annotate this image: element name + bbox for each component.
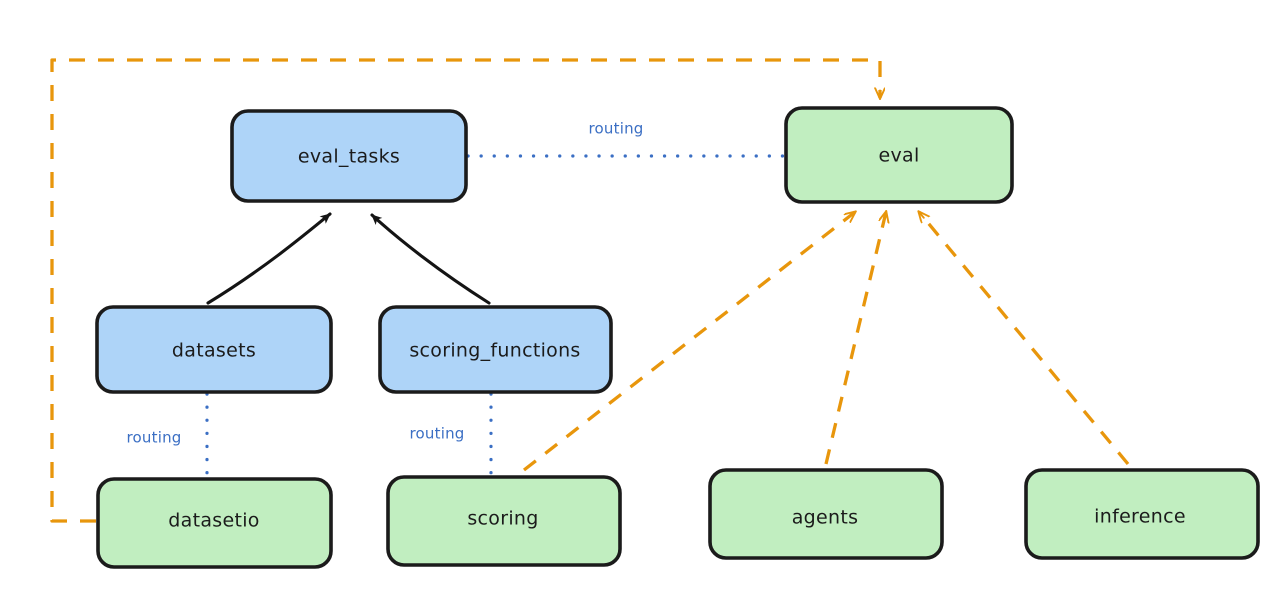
edge-scoring-functions-to-eval-tasks <box>370 213 491 305</box>
node-datasets-label: datasets <box>172 340 256 362</box>
node-datasetio[interactable]: datasetio <box>96 477 333 569</box>
node-inference[interactable]: inference <box>1024 468 1260 560</box>
edge-datasetio-to-eval <box>50 58 880 523</box>
node-scoring-label: scoring <box>467 508 538 530</box>
node-eval-tasks-label: eval_tasks <box>298 146 400 168</box>
node-agents[interactable]: agents <box>708 468 944 560</box>
node-inference-shape <box>1024 468 1260 560</box>
node-eval-tasks[interactable]: eval_tasks <box>230 109 468 203</box>
node-agents-shape <box>708 468 944 560</box>
edge-inference-to-eval <box>919 212 1130 466</box>
node-datasetio-shape <box>96 477 333 569</box>
edge-label-routing-scoring-functions: routing <box>410 425 465 443</box>
node-eval-tasks-shape <box>230 109 468 203</box>
node-scoring-shape <box>386 475 622 567</box>
edge-agents-to-eval <box>824 212 886 465</box>
edge-labels-layer: routing routing routing <box>127 120 644 447</box>
node-agents-label: agents <box>792 507 859 529</box>
edge-label-routing-eval-tasks: routing <box>589 120 644 138</box>
node-scoring[interactable]: scoring <box>386 475 622 567</box>
node-datasetio-label: datasetio <box>168 510 259 532</box>
node-eval-shape <box>784 106 1014 204</box>
node-scoring-functions[interactable]: scoring_functions <box>378 305 613 394</box>
edge-datasets-to-eval-tasks <box>206 212 332 305</box>
node-eval[interactable]: eval <box>784 106 1014 204</box>
node-scoring-functions-shape <box>378 305 613 394</box>
edge-label-routing-datasets: routing <box>127 429 182 447</box>
node-inference-label: inference <box>1094 506 1186 528</box>
node-datasets[interactable]: datasets <box>95 305 333 394</box>
nodes-layer: eval_tasks eval datasets scoring_functio… <box>95 106 1260 569</box>
node-scoring-functions-label: scoring_functions <box>409 340 580 362</box>
node-datasets-shape <box>95 305 333 394</box>
edges-layer <box>50 58 1130 523</box>
node-eval-label: eval <box>878 145 919 167</box>
